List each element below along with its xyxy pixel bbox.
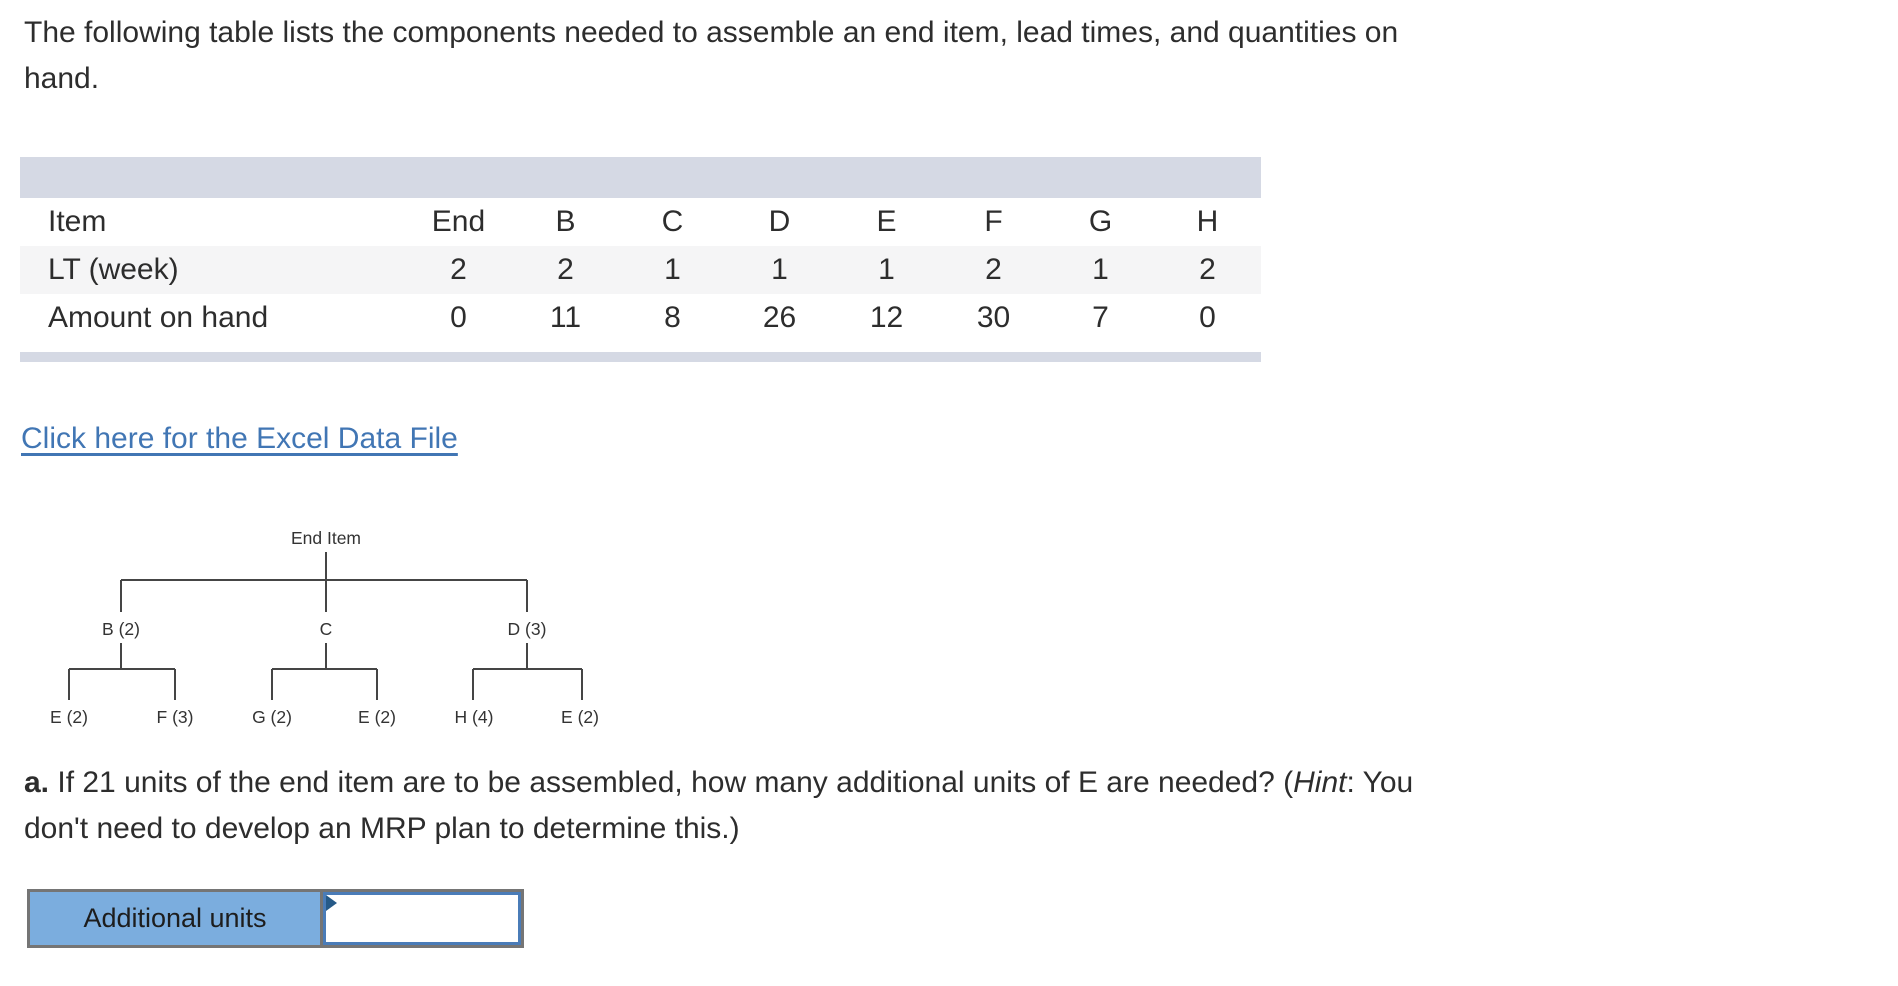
table-cell: 2 xyxy=(985,253,1002,286)
components-table: Item End B C D E F G H LT (week) 2 2 1 1… xyxy=(20,157,1261,362)
tree-node-label: E (2) xyxy=(358,707,396,727)
intro-line-1: The following table lists the components… xyxy=(24,16,1399,49)
question-text: a. If 21 units of the end item are to be… xyxy=(24,760,1898,852)
table-cell: B xyxy=(555,205,576,238)
intro-line-2: hand. xyxy=(24,62,100,95)
answer-label: Additional units xyxy=(83,903,267,933)
table-cell: 12 xyxy=(869,301,904,334)
tree-node-label: E (2) xyxy=(561,707,599,727)
table-cell: 1 xyxy=(1092,253,1109,286)
table-cell: 30 xyxy=(976,301,1011,334)
table-cell: 2 xyxy=(1199,253,1216,286)
question-line-2: don't need to develop an MRP plan to det… xyxy=(24,812,740,845)
table-cell: 1 xyxy=(771,253,788,286)
table-cell: D xyxy=(768,205,791,238)
tree-node-label: F (3) xyxy=(157,707,194,727)
table-row-label: LT (week) xyxy=(48,253,179,286)
table-cell: G xyxy=(1088,205,1113,238)
excel-data-file-link[interactable]: Click here for the Excel Data File xyxy=(21,422,458,455)
tree-connector-lines xyxy=(68,552,583,700)
table-cell: 1 xyxy=(878,253,895,286)
additional-units-input[interactable] xyxy=(323,892,521,945)
table-row-lead-time: LT (week) 2 2 1 1 1 2 1 2 xyxy=(20,246,1261,294)
table-bottom-band xyxy=(20,352,1261,362)
product-structure-tree: End Item B (2) C D (3) E (2) F (3) G (2)… xyxy=(50,528,599,727)
table-row-amount-on-hand: Amount on hand 0 11 8 26 12 30 7 0 xyxy=(20,294,1261,342)
table-cell: H xyxy=(1196,205,1219,238)
table-cell: 2 xyxy=(450,253,467,286)
table-row-label: Amount on hand xyxy=(48,301,269,334)
table-cell: 7 xyxy=(1092,301,1109,334)
table-cell: F xyxy=(984,205,1003,238)
table-cell: 26 xyxy=(762,301,797,334)
question-part-letter: a. xyxy=(24,766,50,799)
tree-node-label: H (4) xyxy=(455,707,494,727)
table-top-band xyxy=(20,157,1261,198)
table-cell: 8 xyxy=(664,301,681,334)
table-row-label: Item xyxy=(48,205,107,238)
table-cell: 1 xyxy=(664,253,681,286)
tree-node-c-label: C xyxy=(320,619,333,639)
table-cell: 2 xyxy=(557,253,574,286)
table-cell: C xyxy=(661,205,684,238)
answer-label-cell: Additional units xyxy=(30,892,323,945)
question-body: If 21 units of the end item are to be as… xyxy=(49,766,1294,799)
tree-node-d-label: D (3) xyxy=(508,619,547,639)
table-cell: 0 xyxy=(1199,301,1216,334)
tree-node-b-label: B (2) xyxy=(102,619,140,639)
table-cell: End xyxy=(431,205,486,238)
table-cell: 0 xyxy=(450,301,467,334)
answer-row: Additional units xyxy=(27,889,524,948)
table-row-item: Item End B C D E F G H xyxy=(20,198,1261,246)
tree-node-label: G (2) xyxy=(252,707,292,727)
intro-paragraph: The following table lists the components… xyxy=(24,10,1894,102)
table-cell: E xyxy=(876,205,897,238)
tree-node-label: E (2) xyxy=(50,707,88,727)
answer-input-cell xyxy=(323,892,521,945)
tree-node-root-label: End Item xyxy=(291,528,361,548)
question-line-1: a. If 21 units of the end item are to be… xyxy=(24,760,1898,806)
question-hint-word: Hint xyxy=(1293,766,1347,799)
question-body-end: : You xyxy=(1346,766,1414,799)
table-cell: 11 xyxy=(549,301,582,334)
